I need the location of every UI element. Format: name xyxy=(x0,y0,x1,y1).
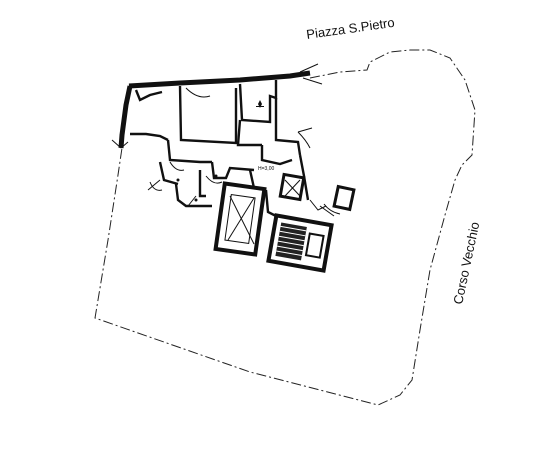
staircase xyxy=(266,213,334,273)
small-shaft xyxy=(278,172,306,202)
street-label-north: Piazza S.Pietro xyxy=(305,15,395,42)
interior-walls xyxy=(130,80,302,208)
corridor-walls xyxy=(264,154,327,218)
street-label-east: Corso Vecchio xyxy=(450,221,482,306)
room-markers: H=3,00 xyxy=(176,100,274,202)
exterior-wall-west xyxy=(111,85,133,149)
door-swings xyxy=(147,87,313,207)
detached-element xyxy=(319,184,356,217)
elevator-shaft xyxy=(213,181,267,257)
property-boundary xyxy=(94,49,476,406)
exterior-wall-north xyxy=(128,63,323,89)
room-height-label: H=3,00 xyxy=(258,166,274,172)
